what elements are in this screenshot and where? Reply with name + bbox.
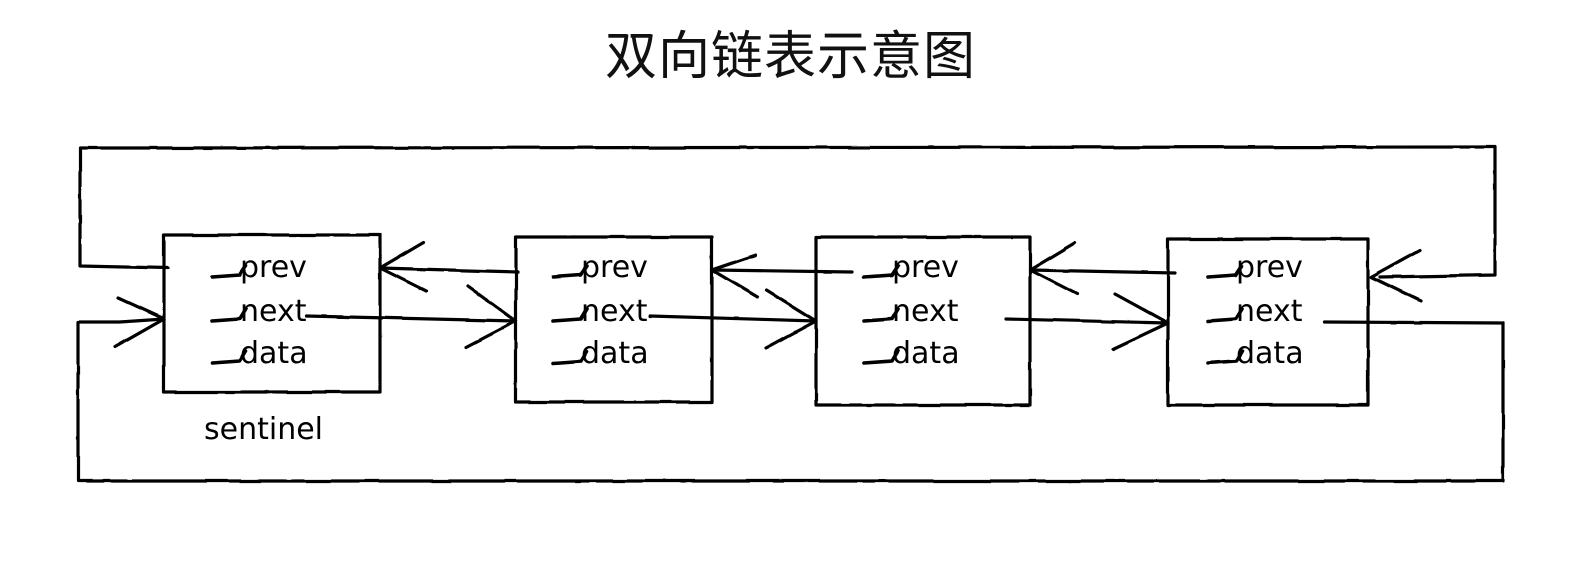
field-stub-prev-1 [210,264,248,279]
node-4-field-next: next [1236,294,1303,329]
wrap-prev-rail-top [78,145,1497,279]
field-stub-data-3 [862,349,900,365]
field-stub-prev-2 [551,264,589,279]
node-3-field-next: next [892,294,959,329]
field-stub-next-4 [1206,307,1244,323]
prev-line-3-2 [710,268,854,274]
node-2-field-next: next [581,294,648,329]
node-box-1 [162,233,382,394]
node-2-field-data: data [581,336,649,371]
page-title: 双向链表示意图 [604,27,976,87]
next-line-1-2 [304,314,518,323]
field-stub-prev-3 [862,264,900,279]
next-line-3-4 [1004,317,1170,325]
next-arrowhead-2-3 [764,288,818,350]
sentinel-caption: sentinel [204,412,324,447]
prev-arrowhead-4-3 [1028,241,1079,296]
prev-arrowhead-3-2 [710,253,759,299]
prev-arrowhead-2-1 [378,240,428,293]
wrap-prev-arrowhead [1369,248,1423,303]
next-arrowhead-3-4 [1111,292,1170,351]
field-stub-data-1 [210,349,248,365]
node-4-field-data: data [1236,336,1304,371]
node-2-field-prev: prev [581,250,648,285]
node-4-field-prev: prev [1236,250,1303,285]
node-1-field-prev: prev [240,250,307,285]
next-line-2-3 [648,314,818,323]
prev-line-2-1 [378,266,520,274]
node-1-field-next: next [240,294,307,329]
field-stub-next-3 [862,307,900,323]
field-stub-prev-4 [1206,264,1244,279]
node-1-field-data: data [240,336,308,371]
node-3-field-data: data [892,336,960,371]
wrap-next-arrowhead [113,296,166,349]
next-arrowhead-1-2 [464,284,518,349]
field-stub-data-4 [1206,349,1244,365]
field-stub-data-2 [551,349,589,365]
wrap-next-rail-bottom [76,317,1505,483]
node-3-field-prev: prev [892,250,959,285]
field-stub-next-2 [551,307,589,323]
prev-line-4-3 [1028,268,1177,275]
field-stub-next-1 [210,307,248,323]
